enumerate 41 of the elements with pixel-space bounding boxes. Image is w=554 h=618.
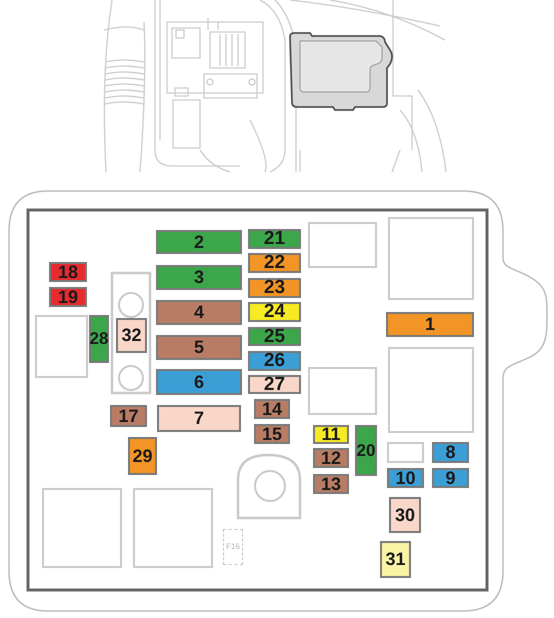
fuse: 5 [156, 335, 242, 360]
fuse: 27 [248, 375, 301, 394]
fuse: 3 [156, 265, 242, 290]
fuse-slot: F16 [223, 529, 243, 565]
empty-relay-slot [308, 367, 377, 415]
empty-relay-slot [388, 217, 474, 300]
fuse: 6 [156, 369, 242, 395]
fuse: 30 [389, 497, 421, 533]
fuse: 31 [380, 541, 411, 578]
empty-relay-slot [35, 315, 88, 378]
fuse: 9 [432, 468, 469, 488]
fuse: 14 [254, 399, 290, 419]
empty-relay-slot [133, 488, 213, 568]
fuse: 7 [157, 405, 241, 432]
fuse: 18 [49, 262, 87, 282]
empty-relay-slot [42, 488, 122, 568]
fuse: 2 [156, 230, 242, 254]
fuse: 17 [110, 405, 147, 427]
empty-relay-slot [387, 442, 424, 463]
fuse: 19 [49, 287, 87, 307]
fuse: 25 [248, 327, 301, 346]
fuse: 22 [248, 253, 301, 273]
empty-relay-slot [388, 347, 474, 433]
fuse: 29 [128, 437, 157, 475]
fuse-box-diagram [8, 190, 548, 612]
fuse: 23 [248, 278, 301, 298]
fuse: 20 [355, 425, 377, 476]
fuse: 12 [313, 448, 349, 468]
fuse: 1 [386, 312, 474, 337]
fuse: 26 [248, 351, 301, 371]
fuse: 10 [387, 468, 424, 488]
fuse: 28 [89, 315, 109, 363]
fuse: 13 [313, 474, 349, 494]
fuse: 32 [116, 318, 147, 353]
empty-relay-slot [308, 222, 377, 268]
fuse: 8 [432, 442, 469, 463]
fuse: 21 [248, 229, 301, 249]
fuse: 4 [156, 300, 242, 325]
fuse: 24 [248, 302, 301, 322]
fuse: 15 [254, 424, 290, 444]
fuse: 11 [313, 425, 349, 444]
